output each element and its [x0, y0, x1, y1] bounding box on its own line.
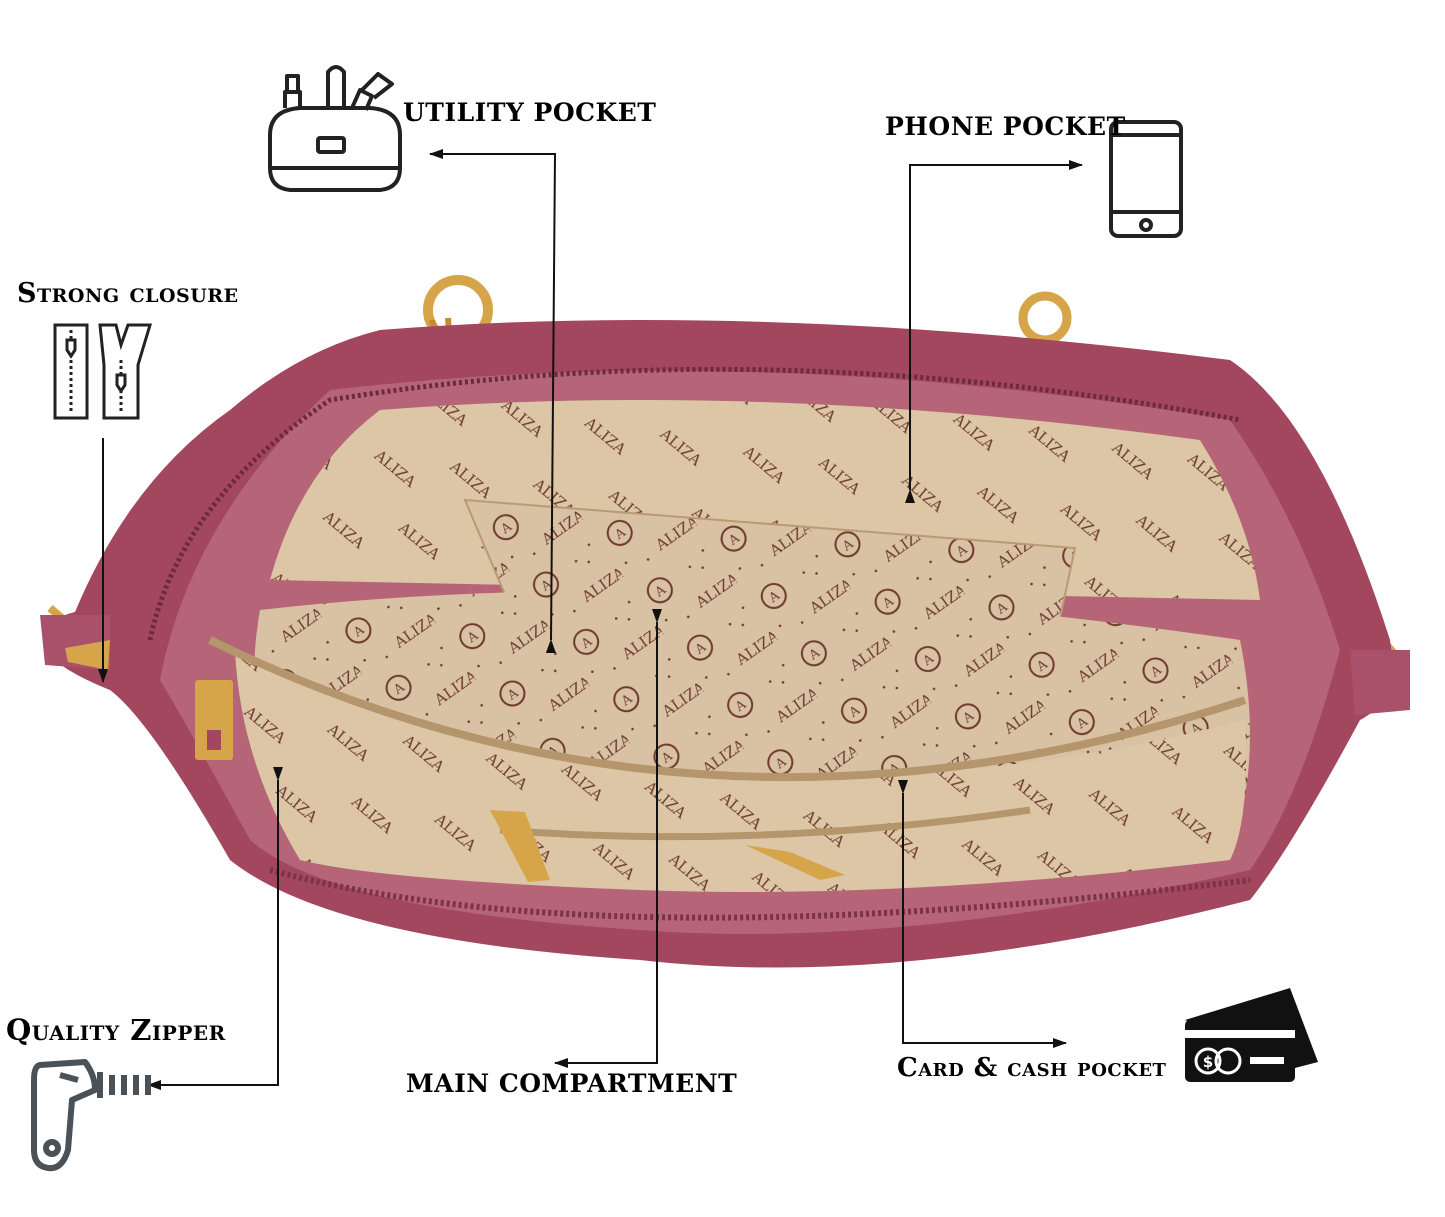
svg-text:$: $ — [1203, 1053, 1213, 1071]
cosmetic-bag-icon — [268, 65, 402, 192]
phone-pocket-label: PHONE POCKET — [885, 112, 1126, 141]
quality-zipper-label: Quality Zipper — [6, 1013, 226, 1047]
zipper-closure-icon — [53, 323, 153, 420]
utility-pocket-label: UTILITY POCKET — [403, 98, 657, 127]
card-cash-pocket-label: Card & cash pocket — [897, 1053, 1167, 1083]
zipper-pull-icon — [31, 1059, 151, 1172]
credit-card-cash-icon: $ — [1185, 988, 1318, 1082]
strong-closure-label: Strong closure — [17, 278, 239, 309]
main-compartment-label: MAIN COMPARTMENT — [406, 1069, 738, 1098]
leader-lines — [98, 149, 1083, 1090]
phone-icon — [1109, 120, 1183, 238]
zipper-pulls — [65, 640, 845, 882]
